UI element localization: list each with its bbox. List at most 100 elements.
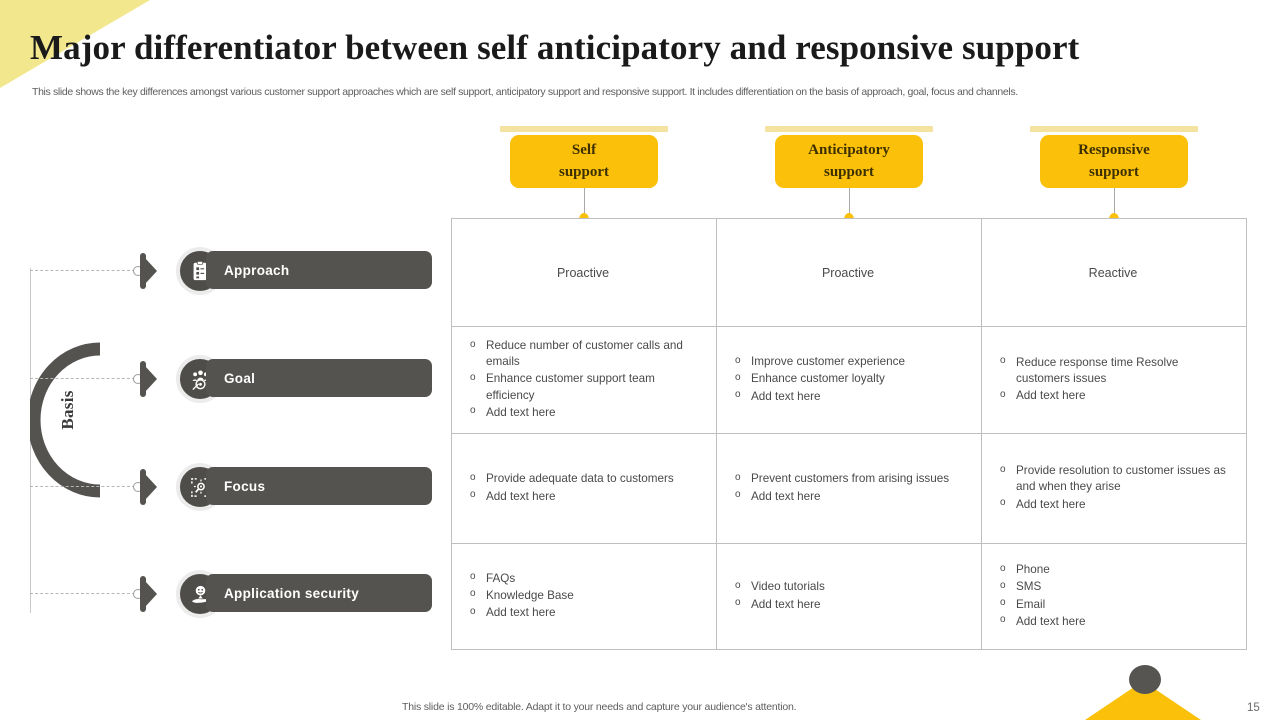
connector-stem xyxy=(1114,188,1115,221)
column-header-cap xyxy=(765,126,933,132)
sidebar-item-goal[interactable]: Goal xyxy=(30,355,432,403)
column-header-line2: support xyxy=(823,163,875,180)
list-item: Reduce response time Resolve customers i… xyxy=(994,354,1232,387)
connector-dash xyxy=(30,593,135,594)
sidebar-label-goal: Goal xyxy=(206,359,432,397)
pill-tail xyxy=(418,255,425,285)
bullet-list: Reduce number of customer calls and emai… xyxy=(464,338,702,421)
bullet-list: Video tutorials Add text here xyxy=(729,579,967,613)
table-cell: Phone SMS Email Add text here xyxy=(982,544,1246,649)
list-item: Add text here xyxy=(464,404,702,421)
connector-dash xyxy=(30,486,135,487)
sidebar-item-application-security[interactable]: Application security xyxy=(30,570,432,618)
column-header-box: Anticipatory support xyxy=(775,135,923,188)
table-cell: Provide adequate data to customers Add t… xyxy=(452,434,717,543)
list-item: Email xyxy=(994,596,1232,613)
sidebar-item-label: Application security xyxy=(224,585,360,601)
list-item: Prevent customers from arising issues xyxy=(729,471,967,487)
column-header-line2: support xyxy=(1088,163,1140,180)
table-cell: Improve customer experience Enhance cust… xyxy=(717,327,982,433)
bullet-list: Phone SMS Email Add text here xyxy=(994,562,1232,630)
table-cell: Proactive xyxy=(717,219,982,326)
table-cell: Reactive xyxy=(1088,265,1138,280)
column-header-cap xyxy=(500,126,668,132)
hand-user-shield-icon xyxy=(191,585,209,603)
arrow-marker-icon xyxy=(140,361,157,397)
list-item: SMS xyxy=(994,579,1232,595)
connector-dash xyxy=(30,378,135,379)
sidebar-item-label: Approach xyxy=(224,262,290,278)
table-cell: Reduce response time Resolve customers i… xyxy=(982,327,1246,433)
pill-tail xyxy=(418,471,425,501)
list-item: Provide adequate data to customers xyxy=(464,471,702,487)
table-row: Provide adequate data to customers Add t… xyxy=(452,434,1246,544)
list-item: Add text here xyxy=(729,488,967,505)
column-header-line1: Anticipatory xyxy=(808,142,890,159)
arrow-marker-icon xyxy=(140,576,157,612)
basis-arc-icon xyxy=(30,342,101,498)
column-header-box: Self support xyxy=(510,135,658,188)
table-cell: FAQs Knowledge Base Add text here xyxy=(452,544,717,649)
table-cell: Prevent customers from arising issues Ad… xyxy=(717,434,982,543)
list-item: Video tutorials xyxy=(729,579,967,595)
sidebar-label-application-security: Application security xyxy=(206,574,432,612)
column-header-cap xyxy=(1030,126,1198,132)
column-header-self-support[interactable]: Self support xyxy=(500,126,668,226)
table-row: Reduce number of customer calls and emai… xyxy=(452,327,1246,434)
table-cell: Reduce number of customer calls and emai… xyxy=(452,327,717,433)
page-number: 15 xyxy=(1247,702,1260,714)
bullet-list: Reduce response time Resolve customers i… xyxy=(994,354,1232,405)
table-cell: Proactive xyxy=(452,219,717,326)
bottom-right-circle xyxy=(1129,665,1161,694)
list-item: FAQs xyxy=(464,570,702,587)
connector-stem xyxy=(849,188,850,221)
list-item: Add text here xyxy=(729,388,967,405)
page-subtitle: This slide shows the key differences amo… xyxy=(32,86,1018,98)
bullet-list: Provide resolution to customer issues as… xyxy=(994,463,1232,513)
column-header-line1: Self xyxy=(571,142,597,159)
sidebar-label-focus: Focus xyxy=(206,467,432,505)
connector-dash xyxy=(30,270,135,271)
sidebar-label-approach: Approach xyxy=(206,251,432,289)
list-item: Phone xyxy=(994,562,1232,578)
column-header-anticipatory-support[interactable]: Anticipatory support xyxy=(765,126,933,226)
sidebar-item-label: Focus xyxy=(224,478,266,494)
sidebar-item-label: Goal xyxy=(224,370,256,386)
list-item: Add text here xyxy=(994,496,1232,513)
list-item: Add text here xyxy=(994,388,1232,404)
pill-tail xyxy=(418,578,425,608)
column-header-line2: support xyxy=(558,163,610,180)
list-item: Add text here xyxy=(464,488,702,505)
comparison-table: Proactive Proactive Reactive Reduce numb… xyxy=(451,218,1247,650)
page-title: Major differentiator between self antici… xyxy=(30,28,1080,67)
footer-note: This slide is 100% editable. Adapt it to… xyxy=(402,701,797,713)
list-item: Knowledge Base xyxy=(464,587,702,604)
column-header-box: Responsive support xyxy=(1040,135,1188,188)
bullet-list: Improve customer experience Enhance cust… xyxy=(729,354,967,405)
bullet-list: Prevent customers from arising issues Ad… xyxy=(729,471,967,505)
table-cell: Video tutorials Add text here xyxy=(717,544,982,649)
column-header-line1: Responsive xyxy=(1078,142,1150,159)
list-item: Reduce number of customer calls and emai… xyxy=(464,338,702,370)
sidebar-item-approach[interactable]: Approach xyxy=(30,247,432,295)
column-header-responsive-support[interactable]: Responsive support xyxy=(1030,126,1198,226)
list-item: Enhance customer support team efficiency xyxy=(464,371,702,403)
list-item: Improve customer experience xyxy=(729,354,967,370)
connector-stem xyxy=(584,188,585,221)
list-item: Add text here xyxy=(994,613,1232,630)
sidebar-item-focus[interactable]: Focus xyxy=(30,463,432,511)
list-item: Provide resolution to customer issues as… xyxy=(994,463,1232,495)
focus-magnifier-icon xyxy=(190,477,210,497)
top-left-corner-triangle xyxy=(0,0,150,88)
bullet-list: FAQs Knowledge Base Add text here xyxy=(464,570,702,622)
pill-tail xyxy=(418,363,425,393)
list-item: Add text here xyxy=(464,605,702,621)
table-row: Proactive Proactive Reactive xyxy=(452,219,1246,327)
clipboard-checklist-icon xyxy=(193,261,207,281)
table-cell: Provide resolution to customer issues as… xyxy=(982,434,1246,543)
table-row: FAQs Knowledge Base Add text here Video … xyxy=(452,544,1246,649)
list-item: Add text here xyxy=(729,596,967,613)
basis-group: Basis xyxy=(20,250,140,620)
list-item: Enhance customer loyalty xyxy=(729,371,967,387)
arrow-marker-icon xyxy=(140,469,157,505)
